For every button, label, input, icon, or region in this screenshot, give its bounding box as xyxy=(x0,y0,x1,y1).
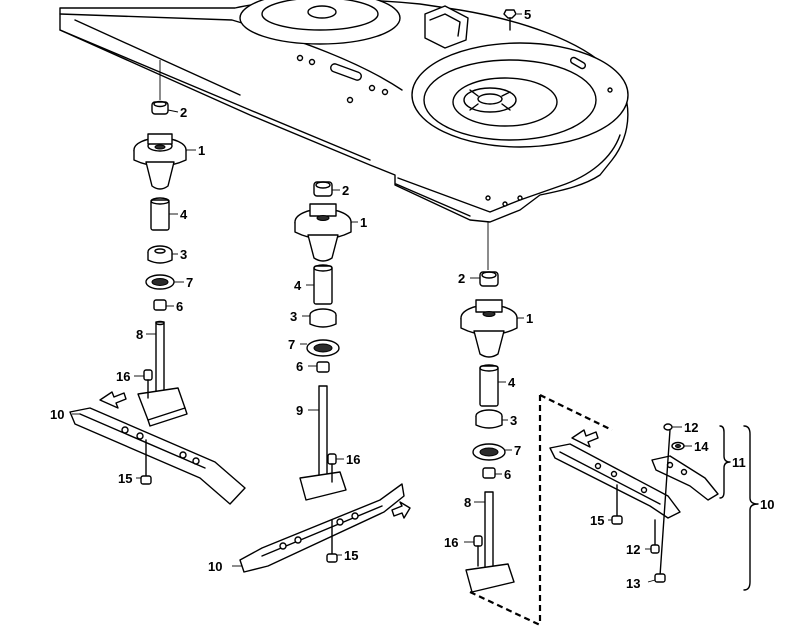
left-blade xyxy=(69,391,246,505)
callout-right-housing: 1 xyxy=(526,311,533,326)
callout-middle-bolt-adapter: 16 xyxy=(346,452,360,467)
grouping-braces xyxy=(719,425,759,591)
callout-detail-blade-set: 11 xyxy=(732,455,746,470)
callout-right-shaft: 8 xyxy=(464,495,471,510)
callout-middle-nut: 6 xyxy=(296,359,303,374)
callout-right-bolt-adapter: 16 xyxy=(444,535,458,550)
callout-middle-blade: 10 xyxy=(208,559,222,574)
right-spindle-assembly xyxy=(460,222,518,593)
callout-left-housing: 1 xyxy=(198,143,205,158)
leader-lines xyxy=(72,109,692,583)
callout-detail-washer-small: 14 xyxy=(694,439,709,454)
callout-left-spacer: 4 xyxy=(180,207,188,222)
callout-left-shaft: 8 xyxy=(136,327,143,342)
callout-deck-bolt: 5 xyxy=(524,7,531,22)
callout-right-nut: 6 xyxy=(504,467,511,482)
callout-middle-blade-bolt: 15 xyxy=(344,548,358,563)
callout-detail-nut-small: 12 xyxy=(684,420,698,435)
callout-middle-washer: 2 xyxy=(342,183,349,198)
deck-bolt xyxy=(503,9,522,31)
detail-blade-kit xyxy=(549,423,719,583)
callout-right-spacer: 4 xyxy=(508,375,516,390)
callout-right-washer: 2 xyxy=(458,271,465,286)
callout-right-bearing: 3 xyxy=(510,413,517,428)
middle-blade xyxy=(239,483,411,573)
callout-middle-seal: 7 xyxy=(288,337,295,352)
callout-detail-blade-kit: 10 xyxy=(760,497,774,512)
mower-deck xyxy=(59,0,629,223)
callout-middle-bearing: 3 xyxy=(290,309,297,324)
callout-left-blade: 10 xyxy=(50,407,64,422)
callout-left-bearing: 3 xyxy=(180,247,187,262)
left-spindle-assembly xyxy=(133,60,188,427)
callout-right-seal: 7 xyxy=(514,443,521,458)
callout-left-bolt-adapter: 16 xyxy=(116,369,130,384)
callout-middle-shaft: 9 xyxy=(296,403,303,418)
callout-detail-bolt: 15 xyxy=(590,513,604,528)
middle-spindle-assembly xyxy=(294,181,352,501)
callout-left-seal: 7 xyxy=(186,275,193,290)
callout-middle-housing: 1 xyxy=(360,215,367,230)
callout-labels: 5 2 1 4 3 7 6 8 16 10 15 2 1 4 3 7 6 9 1… xyxy=(50,7,774,591)
detail-dashed-bracket xyxy=(469,394,613,626)
callout-left-blade-bolt: 15 xyxy=(118,471,132,486)
callout-detail-bolt-long: 13 xyxy=(626,576,640,591)
callout-middle-spacer: 4 xyxy=(294,278,302,293)
callout-detail-nut-lower: 12 xyxy=(626,542,640,557)
callout-left-washer: 2 xyxy=(180,105,187,120)
callout-left-nut: 6 xyxy=(176,299,183,314)
